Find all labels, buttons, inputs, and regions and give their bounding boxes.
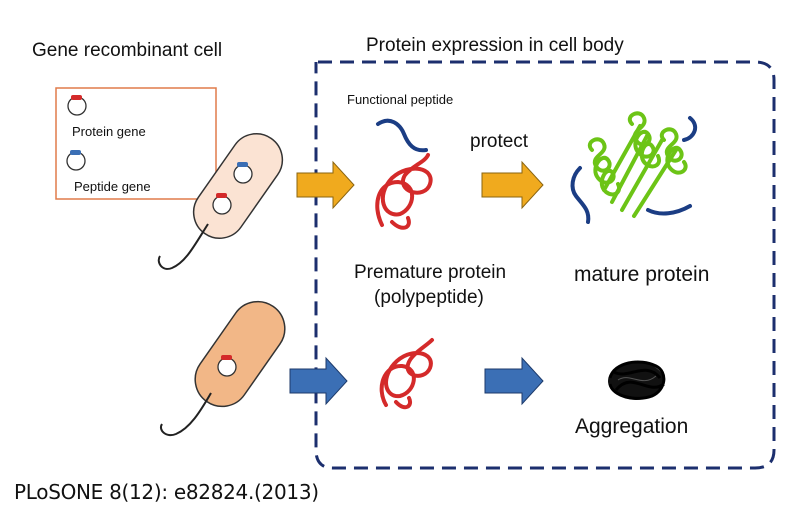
plasmid-blue-icon xyxy=(66,150,86,171)
peptide-icon xyxy=(376,118,428,153)
protein-coil-icon xyxy=(375,153,433,230)
bacterium-icon xyxy=(160,300,286,436)
mature-protein-icon xyxy=(570,111,698,224)
arrow-right-icon xyxy=(289,356,348,406)
mature-protein-label: mature protein xyxy=(574,263,710,286)
aggregate-icon xyxy=(608,360,666,400)
polypeptide-label: (polypeptide) xyxy=(374,287,484,308)
right-title: Protein expression in cell body xyxy=(366,35,624,56)
peptide-gene-label: Peptide gene xyxy=(74,179,151,194)
protect-label: protect xyxy=(470,131,529,152)
protein-coil-icon xyxy=(379,338,434,410)
plasmid-red-icon xyxy=(67,95,87,116)
arrow-right-icon xyxy=(484,356,544,406)
citation: PLoSONE 8(12): e82824.(2013) xyxy=(14,480,319,504)
protein-gene-label: Protein gene xyxy=(72,124,146,139)
arrow-right-icon xyxy=(296,160,355,210)
arrow-right-icon xyxy=(481,160,544,210)
functional-peptide-label: Functional peptide xyxy=(347,92,454,107)
gene-legend-box xyxy=(55,87,217,200)
left-title: Gene recombinant cell xyxy=(32,40,223,61)
premature-protein-label: Premature protein xyxy=(354,262,507,283)
bacterium-icon xyxy=(157,133,284,270)
expression-region-border xyxy=(314,60,776,470)
aggregation-label: Aggregation xyxy=(575,415,689,438)
